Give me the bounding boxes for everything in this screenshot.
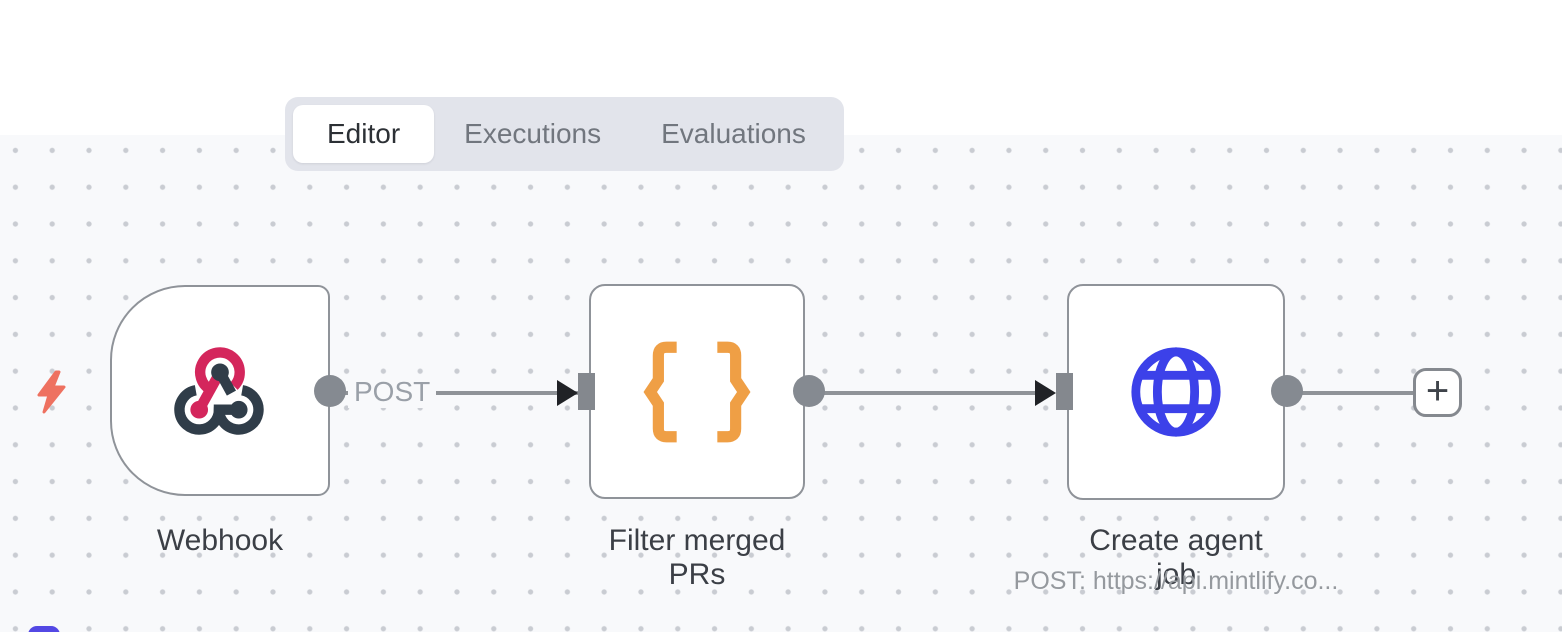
node-label-filter: Filter merged PRs (608, 524, 786, 591)
node-webhook[interactable] (110, 285, 330, 496)
node-subtitle-create-agent-job: POST: https://api.mintlify.co... (1013, 567, 1339, 595)
workflow-canvas[interactable]: POST (0, 135, 1562, 632)
filter-input-handle[interactable] (578, 373, 595, 410)
tab-executions[interactable]: Executions (464, 118, 602, 149)
connection-arrowhead (557, 380, 578, 406)
node-filter-merged-prs[interactable] (589, 284, 805, 499)
connection-filter-http[interactable] (811, 391, 1036, 395)
connection-arrowhead (1035, 380, 1056, 406)
code-braces-icon (636, 341, 758, 443)
connection-webhook-filter[interactable] (332, 391, 578, 395)
node-label-create-agent-job: Create agent job (1089, 524, 1263, 591)
connection-method-label: POST (348, 376, 437, 408)
webhook-icon (168, 339, 272, 443)
node-create-agent-job[interactable] (1067, 284, 1285, 500)
add-node-button[interactable]: + (1413, 368, 1462, 417)
node-label-webhook: Webhook (156, 524, 284, 557)
http-input-handle[interactable] (1056, 373, 1073, 410)
floating-button-partial[interactable] (28, 626, 60, 632)
tab-evaluations[interactable]: Evaluations (661, 118, 806, 149)
filter-output-handle[interactable] (793, 375, 825, 407)
webhook-output-handle[interactable] (314, 375, 346, 407)
http-output-handle[interactable] (1271, 375, 1303, 407)
trigger-bolt-icon (35, 370, 67, 419)
tab-editor[interactable]: Editor (293, 105, 435, 163)
globe-icon (1127, 343, 1225, 441)
workflow-tabs: Editor Executions Evaluations (285, 97, 844, 171)
connection-http-add[interactable] (1289, 391, 1415, 395)
